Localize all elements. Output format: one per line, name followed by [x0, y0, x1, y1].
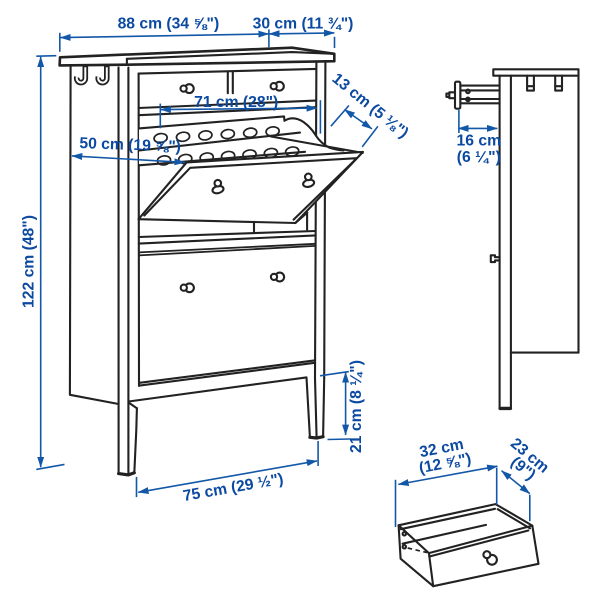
svg-text:71 cm (28"): 71 cm (28") [194, 94, 278, 111]
svg-text:50 cm (19 ⅝"): 50 cm (19 ⅝") [79, 135, 181, 156]
svg-text:(6 ¼"): (6 ¼") [457, 149, 501, 166]
svg-text:88 cm (34 ⅝"): 88 cm (34 ⅝") [118, 15, 220, 32]
svg-text:21 cm (8 ¼"): 21 cm (8 ¼") [348, 360, 365, 453]
svg-text:122 cm (48"): 122 cm (48") [20, 215, 37, 308]
svg-text:16 cm: 16 cm [457, 133, 501, 150]
svg-text:30 cm (11 ¾"): 30 cm (11 ¾") [253, 15, 354, 32]
